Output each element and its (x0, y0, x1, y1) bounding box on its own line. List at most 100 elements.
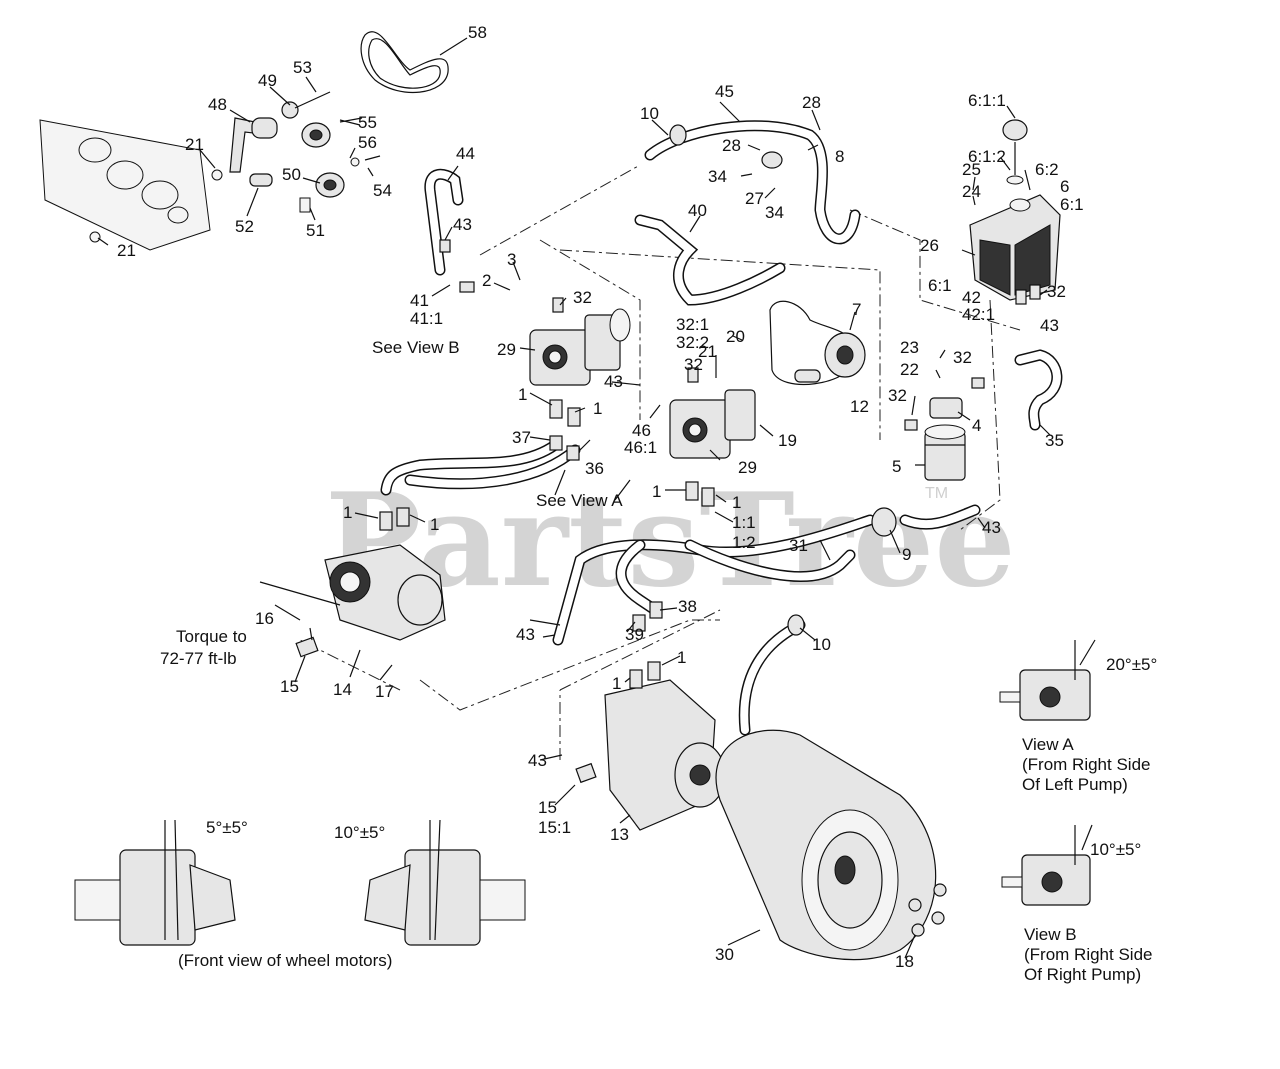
part-label: 31 (789, 536, 808, 555)
part-label: 55 (358, 113, 377, 132)
part-label: 1 (677, 648, 686, 667)
part-label: 21 (698, 342, 717, 361)
part-label: 21 (185, 135, 204, 154)
part-label: 15 (538, 798, 557, 817)
view-a-subtitle-1: (From Right Side (1022, 755, 1150, 774)
part-label: 50 (282, 165, 301, 184)
part-label: 37 (512, 428, 531, 447)
part-label: 43 (982, 518, 1001, 537)
part-label: 6:1:2 (968, 147, 1006, 166)
note-see-view-a: See View A (536, 491, 623, 510)
part-label: 24 (962, 182, 981, 201)
part-label: 10 (640, 104, 659, 123)
part-label: 32 (684, 355, 703, 374)
view-b-subtitle-2: Of Right Pump) (1024, 965, 1141, 984)
part-label: 9 (902, 545, 911, 564)
part-label: 43 (528, 751, 547, 770)
part-label: 39 (625, 625, 644, 644)
part-label: 18 (895, 952, 914, 971)
part-labels: 58 53 49 48 55 21 56 50 54 52 51 21 44 1… (117, 23, 1084, 971)
part-label: 42:1 (962, 305, 995, 324)
part-label: 1 (732, 493, 741, 512)
part-label: 4 (972, 416, 981, 435)
part-label: 45 (715, 82, 734, 101)
part-label: 41 (410, 291, 429, 310)
part-label: 35 (1045, 431, 1064, 450)
part-label: 28 (722, 136, 741, 155)
part-label: 34 (708, 167, 727, 186)
part-label: 15 (280, 677, 299, 696)
part-label: 29 (738, 458, 757, 477)
part-label: 6:1:1 (968, 91, 1006, 110)
part-label: 43 (453, 215, 472, 234)
part-label: 40 (688, 201, 707, 220)
note-torque-line1: Torque to (176, 627, 247, 646)
part-label: 29 (497, 340, 516, 359)
pump-drive-pulley-7 (769, 300, 866, 386)
part-label: 6:2 (1035, 160, 1059, 179)
part-label: 1 (430, 515, 439, 534)
angle-motor-right: 10°±5° (334, 823, 385, 842)
part-label: 7 (852, 300, 861, 319)
hydraulic-filter-assembly (924, 397, 966, 481)
idler-pulley-assembly (89, 91, 381, 243)
part-label: 10 (812, 635, 831, 654)
part-label: 19 (778, 431, 797, 450)
part-label: 27 (745, 189, 764, 208)
view-b-detail (1001, 824, 1093, 906)
part-label: 43 (604, 372, 623, 391)
part-label: 32:2 (676, 333, 709, 352)
part-label: 6 (1060, 177, 1069, 196)
lug-nuts-18 (908, 883, 947, 937)
note-see-view-b: See View B (372, 338, 460, 357)
part-label: 34 (765, 203, 784, 222)
part-label: 5 (892, 457, 901, 476)
front-view-wheel-motors (74, 819, 526, 946)
part-label: 12 (850, 397, 869, 416)
diagram-notes: See View B See View A Torque to 72-77 ft… (160, 338, 1157, 984)
part-label: 36 (585, 459, 604, 478)
angle-view-b: 10°±5° (1090, 840, 1141, 859)
part-label: 1:2 (732, 533, 756, 552)
left-wheel-motor-14 (324, 544, 446, 641)
part-label: 1 (652, 482, 661, 501)
part-label: 6:1 (1060, 195, 1084, 214)
part-label: 22 (900, 360, 919, 379)
part-label: 21 (117, 241, 136, 260)
part-label: 49 (258, 71, 277, 90)
part-label: 26 (920, 236, 939, 255)
part-label: 43 (516, 625, 535, 644)
part-label: 15:1 (538, 818, 571, 837)
drive-wheel-30 (715, 729, 937, 961)
part-label: 1 (612, 674, 621, 693)
part-label: 56 (358, 133, 377, 152)
view-b-title: View B (1024, 925, 1077, 944)
view-a-detail (999, 639, 1096, 721)
part-label: 23 (900, 338, 919, 357)
part-label: 32 (888, 386, 907, 405)
part-label: 41:1 (410, 309, 443, 328)
part-label: 13 (610, 825, 629, 844)
watermark-trademark: TM (925, 485, 948, 502)
angle-motor-left: 5°±5° (206, 818, 248, 837)
part-label: 48 (208, 95, 227, 114)
part-label: 30 (715, 945, 734, 964)
view-b-subtitle-1: (From Right Side (1024, 945, 1152, 964)
part-label: 32 (1047, 282, 1066, 301)
note-torque-line2: 72-77 ft-lb (160, 649, 237, 668)
part-label: 16 (255, 609, 274, 628)
part-label: 53 (293, 58, 312, 77)
part-label: 32 (573, 288, 592, 307)
view-a-title: View A (1022, 735, 1074, 754)
part-label: 2 (482, 271, 491, 290)
part-label: 44 (456, 144, 475, 163)
part-label: 28 (802, 93, 821, 112)
part-label: 14 (333, 680, 352, 699)
part-label: 51 (306, 221, 325, 240)
leader-lines (97, 37, 1051, 959)
part-label: 1 (518, 385, 527, 404)
part-label: 52 (235, 217, 254, 236)
part-label: 1 (343, 503, 352, 522)
hydraulic-reservoir-6 (969, 119, 1061, 301)
